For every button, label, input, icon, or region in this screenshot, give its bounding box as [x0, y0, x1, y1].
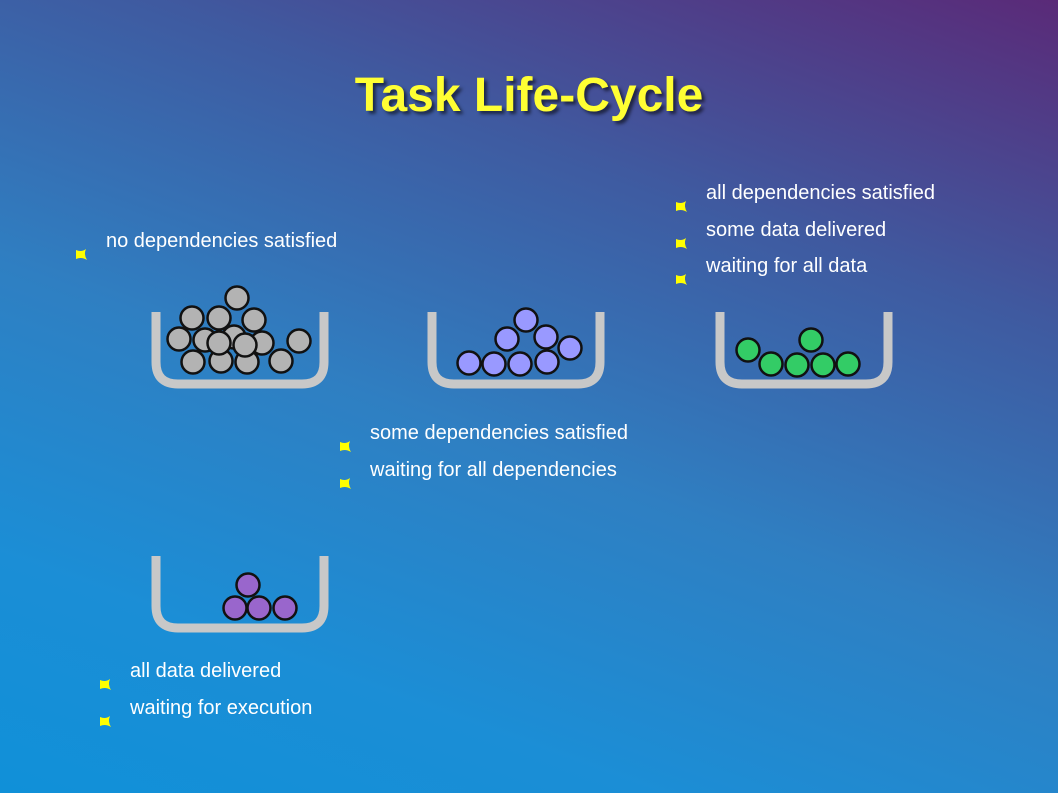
bullet-diamond-icon [676, 225, 687, 249]
stage-2-bowl [427, 312, 605, 389]
stage-3-ball [810, 352, 836, 378]
bullet-diamond-icon [676, 261, 687, 285]
bullet-diamond-icon [340, 465, 351, 489]
stage-1-ball [232, 332, 258, 358]
stage-1-ball [206, 330, 232, 356]
stage-4-ball [235, 572, 261, 598]
slide-title: Task Life-Cycle [354, 69, 704, 122]
stage-1-bowl-group [151, 285, 329, 389]
stage-2-ball [494, 326, 520, 352]
stage-4-ball [246, 595, 272, 621]
stage-2-ball [534, 349, 560, 375]
stage-1-ball [206, 305, 232, 331]
stage-1-bullet: no dependencies satisfied [76, 223, 337, 260]
stage-2-ball [533, 324, 559, 350]
stage-3-bullet: waiting for all data [676, 248, 935, 285]
stage-3-ball [798, 327, 824, 353]
stage-1-ball [166, 326, 192, 352]
stage-3-ball [835, 351, 861, 377]
bullet-diamond-icon [340, 428, 351, 452]
stage-1-ball [179, 305, 205, 331]
stage-1-bullets: no dependencies satisfied [76, 223, 337, 260]
stage-1-ball [268, 348, 294, 374]
stage-1-ball [224, 285, 250, 311]
bullet-diamond-icon [76, 236, 87, 260]
stage-2-bullet: some dependencies satisfied [340, 415, 628, 452]
stage-2-ball [481, 351, 507, 377]
stage-3-bullet: some data delivered [676, 212, 935, 249]
stage-1-ball [241, 307, 267, 333]
stage-1-ball [180, 349, 206, 375]
stage-4-bowl [151, 556, 329, 633]
stage-2-bullets: some dependencies satisfied waiting for … [340, 415, 628, 489]
stage-2-ball [507, 351, 533, 377]
bullet-diamond-icon [100, 666, 111, 690]
stage-2-bowl-group [427, 307, 605, 389]
stage-4-ball [222, 595, 248, 621]
bullet-diamond-icon [676, 188, 687, 212]
stage-2-ball [557, 335, 583, 361]
stage-4-bullet: waiting for execution [100, 690, 312, 727]
stage-3-ball [758, 351, 784, 377]
bullet-diamond-icon [100, 703, 111, 727]
stage-1-bowl [151, 312, 329, 389]
stage-4-bullets: all data delivered waiting for execution [100, 653, 312, 727]
stage-3-bowl-group [715, 312, 893, 389]
stage-1-ball [286, 328, 312, 354]
stage-3-bullet: all dependencies satisfied [676, 175, 935, 212]
stage-4-bowl-group [151, 556, 329, 633]
stage-2-ball [456, 350, 482, 376]
stage-2-ball [513, 307, 539, 333]
stage-3-bullets: all dependencies satisfied some data del… [676, 175, 935, 285]
stage-3-ball [784, 352, 810, 378]
stage-2-bullet: waiting for all dependencies [340, 452, 628, 489]
stage-3-ball [735, 337, 761, 363]
stage-3-bowl [715, 312, 893, 389]
stage-4-ball [272, 595, 298, 621]
stage-4-bullet: all data delivered [100, 653, 312, 690]
